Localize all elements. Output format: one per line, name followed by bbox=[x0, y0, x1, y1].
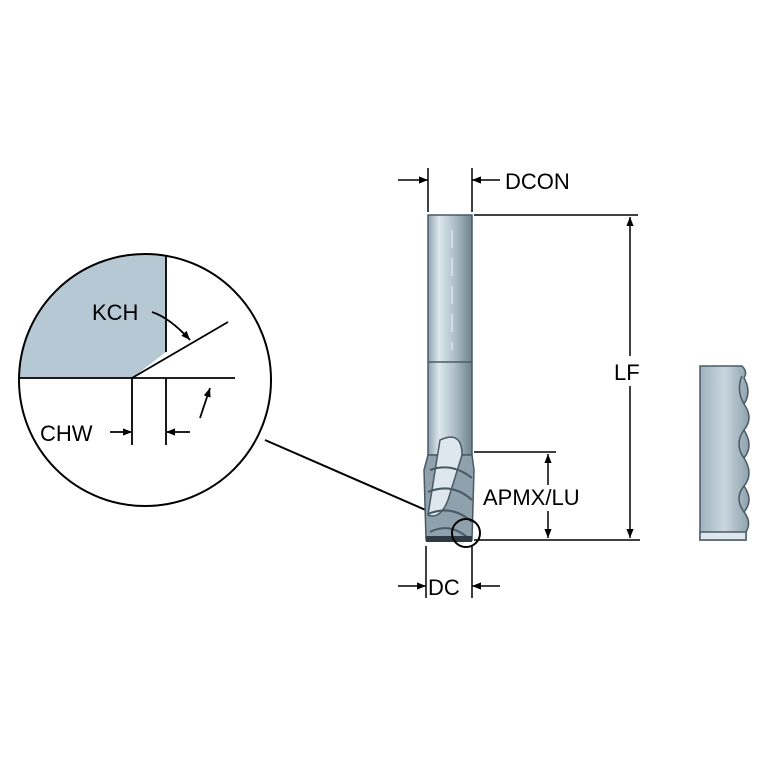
chw-label: CHW bbox=[40, 421, 93, 446]
tip-detail-circle bbox=[451, 518, 481, 548]
dc-label: DC bbox=[428, 575, 460, 600]
dimension-lines bbox=[425, 168, 640, 598]
detail-view: KCH CHW bbox=[18, 253, 272, 507]
magnify-circle-icon bbox=[18, 253, 272, 507]
kch-label: KCH bbox=[92, 300, 138, 325]
kch-leader-arrow bbox=[151, 311, 191, 341]
end-mill-tool bbox=[423, 214, 481, 548]
angle-arrow bbox=[199, 387, 211, 419]
chamfer-edge-line bbox=[131, 321, 229, 379]
apmx-lu-label: APMX/LU bbox=[483, 485, 580, 510]
tool-shank bbox=[427, 214, 473, 456]
flute-profile-view bbox=[699, 365, 750, 541]
dcon-label: DCON bbox=[505, 169, 570, 194]
lf-label: LF bbox=[614, 360, 640, 385]
